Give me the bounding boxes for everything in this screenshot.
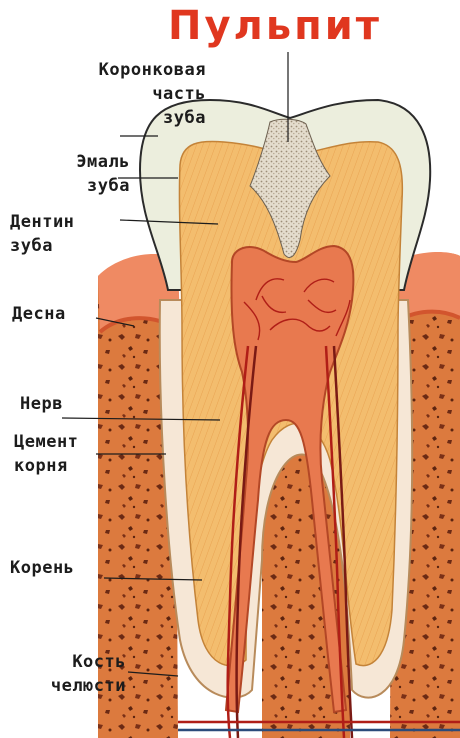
- gum-label-text: Десна: [12, 302, 66, 326]
- dentin-label-line-2: зуба: [10, 234, 74, 258]
- crown-label-line-2: часть: [26, 82, 206, 106]
- bone-label-line-2: челюсти: [8, 674, 126, 698]
- root-label: Корень: [10, 556, 74, 580]
- crown-label-line-1: Коронковая: [26, 58, 206, 82]
- enamel-label: Эмаль зуба: [26, 150, 130, 198]
- crown-label: Коронковая часть зуба: [26, 58, 206, 130]
- enamel-label-line-2: зуба: [26, 174, 130, 198]
- nerve-label: Нерв: [20, 392, 63, 416]
- crown-label-line-3: зуба: [26, 106, 206, 130]
- bone-label-line-1: Кость: [8, 650, 126, 674]
- nerve-label-text: Нерв: [20, 392, 63, 416]
- bone-label: Кость челюсти: [8, 650, 126, 698]
- cement-label-line-1: Цемент: [14, 430, 78, 454]
- gum-label: Десна: [12, 302, 66, 326]
- cement-label: Цемент корня: [14, 430, 78, 478]
- dentin-label-line-1: Дентин: [10, 210, 74, 234]
- enamel-label-line-1: Эмаль: [26, 150, 130, 174]
- diagram-title: Пульпит: [168, 6, 382, 46]
- dentin-label: Дентин зуба: [10, 210, 74, 258]
- cement-label-line-2: корня: [14, 454, 78, 478]
- root-label-text: Корень: [10, 556, 74, 580]
